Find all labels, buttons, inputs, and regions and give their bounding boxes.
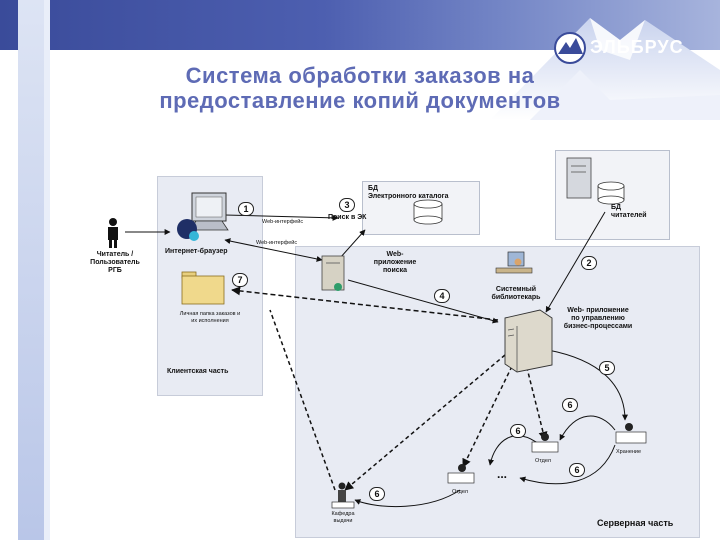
search-label: Поиск в ЭК: [328, 214, 367, 221]
dept-to-issue-curve: [354, 489, 461, 507]
server-side-label: Серверная часть: [597, 518, 674, 528]
bp-to-dept-dashed-1: [462, 359, 516, 468]
catalog-db-cylinder-icon: [413, 199, 443, 225]
left-decor-stripe: [18, 0, 44, 540]
bp-to-folder-dashed-arrow: [231, 286, 499, 321]
mountain-logo-graphic: [490, 18, 720, 120]
storage-to-dept-curve: [559, 415, 616, 441]
search-app-server-icon: [321, 255, 345, 291]
storage-to-dept-curve-2: [519, 444, 616, 485]
bp-to-issue-dashed: [344, 354, 506, 491]
ellipsis-dots: ...: [497, 467, 508, 481]
step-6-badge-d: 6: [369, 487, 385, 501]
readers-db-to-bp-arrow: [545, 211, 606, 313]
issue-to-client-dashed: [269, 309, 336, 491]
computer-monitor-icon: [189, 192, 229, 231]
step-3-badge: 3: [339, 198, 355, 212]
storage-desk-icon: [615, 423, 647, 444]
dept-desk-icon-1: [531, 433, 559, 453]
server-panel: [295, 246, 700, 538]
folder-label: Личная папка заказов и их исполнения: [179, 311, 241, 324]
browser-label: Интернет-браузер: [165, 248, 228, 255]
bp-app-label: Web- приложение по управлению бизнес-про…: [563, 307, 633, 330]
title-line-2: предоставление копий документов: [159, 88, 561, 113]
web-interface-arrow-2: [224, 238, 323, 262]
bp-to-dept-dashed-2: [524, 359, 548, 441]
search-to-bp-arrow: [347, 279, 499, 324]
bp-to-storage-arrow: [547, 349, 628, 421]
bp-app-server-icon: [504, 309, 553, 373]
search-to-catalog-arrow: [339, 229, 366, 259]
step-6-badge-c: 6: [569, 463, 585, 477]
step-7-badge: 7: [232, 273, 248, 287]
step-5-badge: 5: [599, 361, 615, 375]
logo-text: ЭЛЬБРУС: [590, 37, 684, 57]
folder-icon: [181, 271, 225, 305]
issue-desk-label: Кафедра выдачи: [331, 511, 355, 524]
search-app-label: Web- приложение поиска: [373, 251, 417, 274]
dept-label-2: Отдел: [452, 489, 468, 495]
title-line-1: Система обработки заказов на: [185, 63, 535, 88]
dept-to-dept-curve: [488, 435, 541, 466]
step-6-badge-b: 6: [510, 424, 526, 438]
step-1-badge: 1: [238, 202, 254, 216]
librarian-label: Системный библиотекарь: [491, 286, 541, 301]
reader-label: Читатель / Пользователь РГБ: [90, 251, 140, 274]
step-4-badge: 4: [434, 289, 450, 303]
step-2-badge: 2: [581, 256, 597, 270]
issue-desk-person-icon: [331, 482, 355, 509]
dept-desk-icon-2: [447, 464, 475, 484]
step-6-badge-a: 6: [562, 398, 578, 412]
page-title: Система обработки заказов на предоставле…: [60, 63, 660, 113]
catalog-db-label: БД Электронного каталога: [368, 185, 449, 200]
client-side-label: Клиентская часть: [167, 368, 229, 375]
web-interface-label-2: Web-интерфейс: [256, 240, 298, 246]
web-interface-label-1: Web-интерфейс: [262, 219, 304, 225]
readers-db-server-icon: [566, 157, 592, 199]
readers-db-label: БД читателей: [611, 204, 647, 219]
globe-icon: [177, 219, 199, 241]
reader-person-icon: [108, 218, 118, 248]
left-decor-stripe-light: [44, 0, 50, 540]
readers-db-cylinder-icon: [597, 181, 625, 205]
dept-label-1: Отдел: [535, 458, 551, 464]
storage-label: Хранение: [616, 449, 642, 455]
librarian-workstation-icon: [495, 251, 533, 274]
